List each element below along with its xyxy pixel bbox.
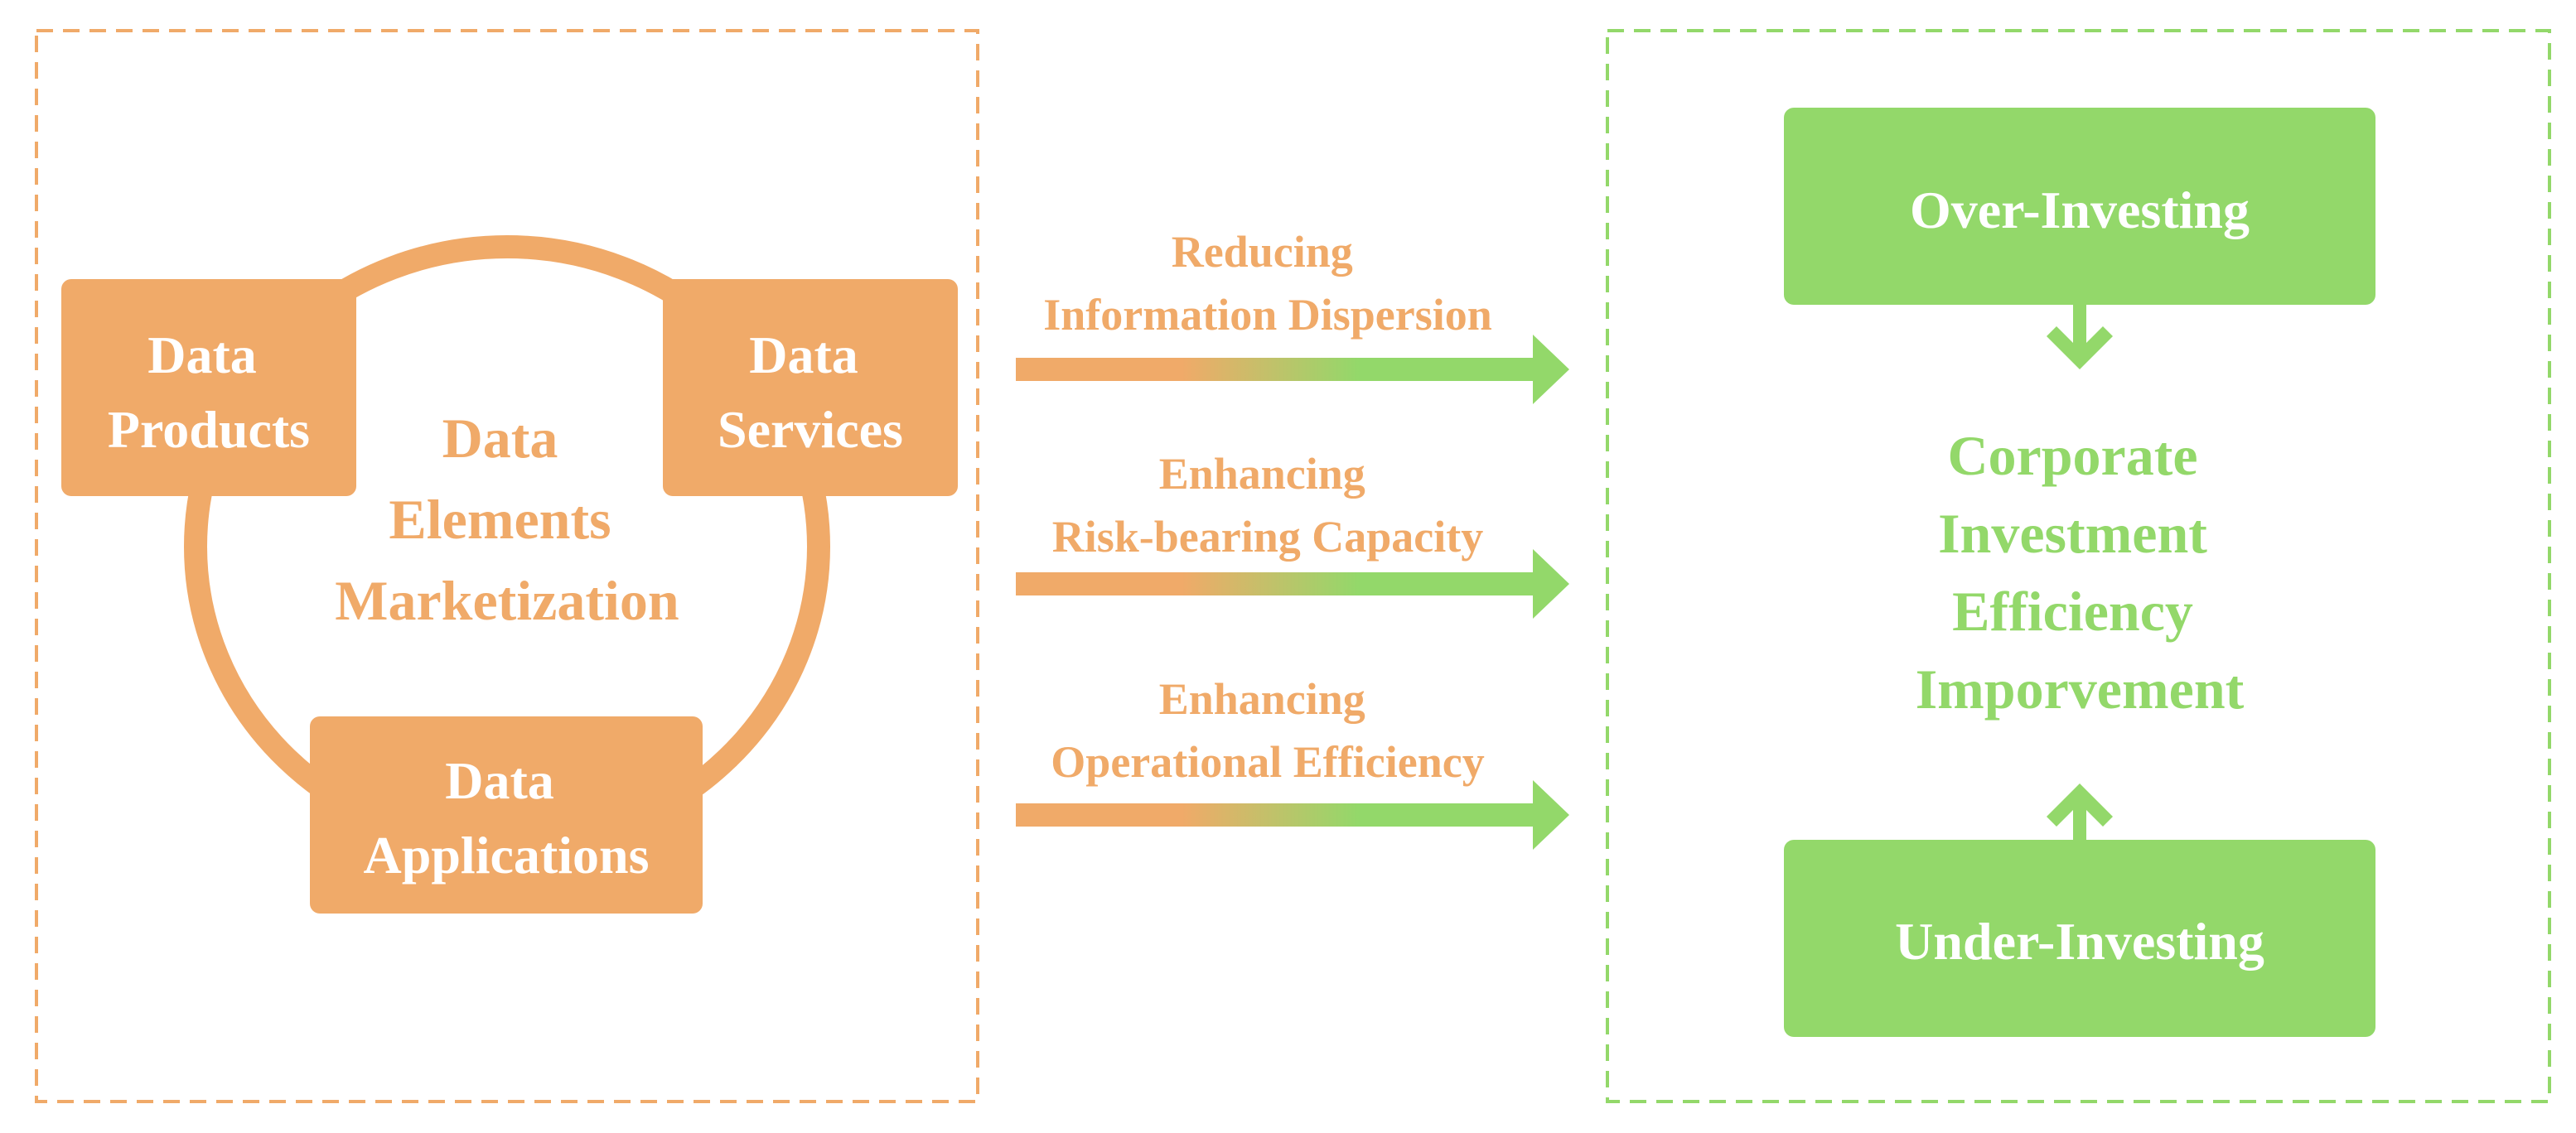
data-services-box: Data Services: [663, 279, 958, 496]
mechanism-2-arrow: [1016, 549, 1569, 619]
left-dashed-frame: [35, 29, 979, 1103]
data-products-box: Data Products: [61, 279, 356, 496]
over-investing-box: Over-Investing: [1784, 108, 2375, 305]
svg-text:Data Applications: Data Applications: [364, 751, 650, 885]
mechanism-1-line1: Reducing: [1172, 227, 1353, 277]
mechanism-3-arrow: [1016, 780, 1569, 850]
mechanism-3-line2: Operational Efficiency: [1051, 737, 1484, 787]
data-services-line1: Data: [749, 325, 858, 384]
mechanism-3-line1: Enhancing: [1159, 674, 1365, 724]
mechanism-operational-efficiency: Enhancing Operational Efficiency: [1016, 674, 1569, 850]
svg-text:Enhancing Risk-bearing C: Enhancing Risk-bearing Capacity: [1052, 449, 1484, 562]
down-arrow-icon: [2047, 305, 2113, 369]
mechanism-2-line1: Enhancing: [1159, 449, 1365, 499]
mechanism-2-line2: Risk-bearing Capacity: [1052, 512, 1484, 562]
mechanism-risk-bearing-capacity: Enhancing Risk-bearing Capacity: [1016, 449, 1569, 619]
left-center-label: Data Elements Marketization: [335, 407, 679, 632]
svg-text:Reducing Information Dis: Reducing Information Dispersion: [1043, 227, 1492, 340]
under-investing-box: Under-Investing: [1784, 840, 2375, 1037]
svg-text:Data Products: Data Products: [108, 325, 310, 459]
data-products-line2: Products: [108, 400, 310, 459]
data-applications-box: Data Applications: [310, 716, 703, 914]
data-products-line1: Data: [147, 325, 257, 384]
under-investing-label: Under-Investing: [1895, 912, 2264, 971]
mechanism-1-line2: Information Dispersion: [1043, 290, 1492, 340]
mechanism-1-arrow: [1016, 335, 1569, 404]
mechanism-information-dispersion: Reducing Information Dispersion: [1016, 227, 1569, 404]
svg-text:Data Services: Data Services: [718, 325, 903, 459]
data-applications-line1: Data: [445, 751, 554, 810]
data-services-line2: Services: [718, 400, 903, 459]
svg-text:Enhancing Operational Ef: Enhancing Operational Efficiency: [1051, 674, 1484, 787]
over-investing-label: Over-Investing: [1910, 181, 2250, 239]
up-arrow-icon: [2047, 783, 2113, 840]
data-applications-line2: Applications: [364, 826, 650, 885]
right-center-label: Corporate Investment Efficiency Imporvem…: [1916, 424, 2245, 721]
